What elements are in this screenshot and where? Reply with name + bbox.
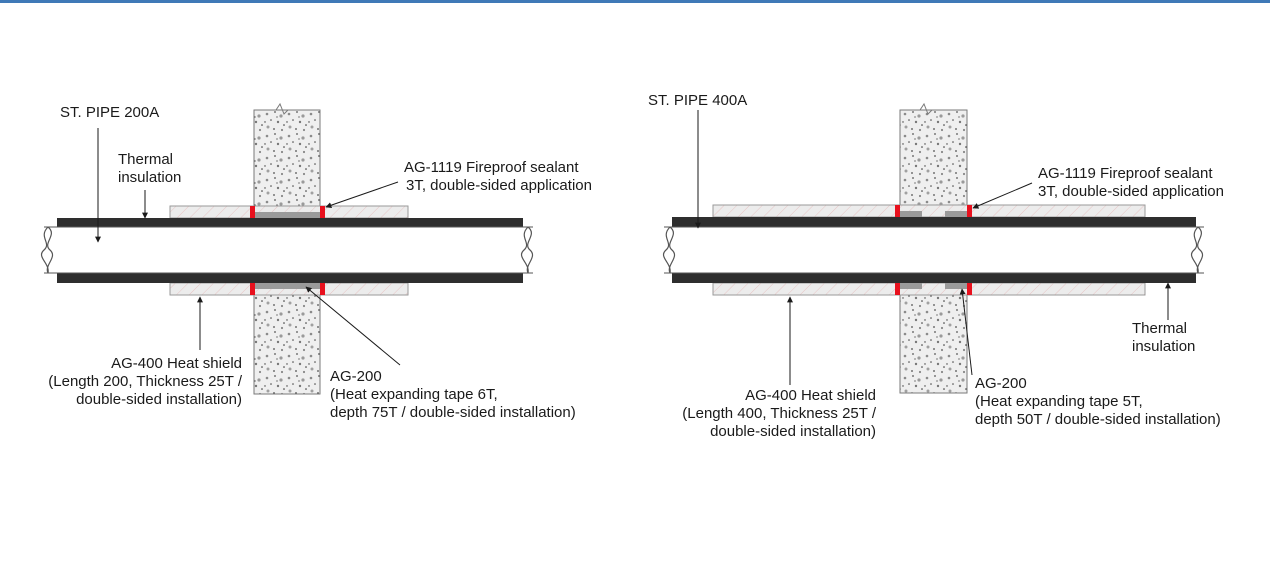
right-tape-label-line1: AG-200 — [975, 375, 1027, 392]
left-sealant-label: AG-1119 Fireproof sealant 3T, double-sid… — [404, 159, 592, 195]
left-tape-lower — [254, 283, 320, 289]
right-wall-break-mark — [902, 102, 967, 115]
right-insulation-label-line2: insulation — [1132, 338, 1196, 355]
top-rule — [0, 0, 1270, 3]
right-pipe-break-right — [1190, 226, 1199, 274]
right-tape-lower-r — [945, 283, 967, 289]
right-pipe-break-left2 — [668, 226, 676, 274]
left-sealant-label-line1: AG-1119 Fireproof sealant — [404, 159, 579, 176]
left-sealant-lr — [320, 283, 325, 295]
left-pipe-break-left2 — [46, 226, 54, 274]
right-heat-shield-label: AG-400 Heat shield (Length 400, Thicknes… — [650, 387, 876, 441]
left-tape-label: AG-200 (Heat expanding tape 6T, depth 75… — [330, 368, 576, 422]
right-heat-shield-label-line2: (Length 400, Thickness 25T / — [682, 405, 876, 422]
left-wall-lower — [253, 291, 321, 395]
right-sealant-label-line1: AG-1119 Fireproof sealant — [1038, 165, 1213, 182]
right-sealant-ul — [895, 205, 900, 217]
left-sealant-label-line2: 3T, double-sided application — [406, 177, 592, 194]
left-heat-shield-label: AG-400 Heat shield (Length 200, Thicknes… — [18, 355, 242, 409]
right-diagram — [662, 102, 1204, 394]
left-pipe-break-right2 — [526, 226, 534, 274]
right-pipe-wall-upper — [672, 217, 1196, 227]
left-pipe-label: ST. PIPE 200A — [60, 104, 160, 121]
right-tape-label-line2: (Heat expanding tape 5T, — [975, 393, 1143, 410]
left-leader-tape — [305, 286, 401, 366]
right-heat-shield-lower — [712, 282, 1146, 296]
right-heat-shield-label-line1: AG-400 Heat shield — [745, 387, 876, 404]
right-wall-upper — [899, 109, 968, 214]
left-wall-upper — [253, 109, 321, 214]
left-sealant-ur — [320, 206, 325, 218]
left-tape-label-line3: depth 75T / double-sided installation) — [330, 404, 576, 421]
left-tape-label-line2: (Heat expanding tape 6T, — [330, 386, 498, 403]
right-sealant-ll — [895, 283, 900, 295]
right-insulation-label: Thermal insulation — [1132, 320, 1195, 356]
right-pipe-wall-lower — [672, 273, 1196, 283]
left-heat-shield-label-line1: AG-400 Heat shield — [111, 355, 242, 372]
right-leader-tape — [959, 288, 973, 376]
left-heat-shield-label-line3: double-sided installation) — [76, 391, 242, 408]
left-tape-label-line1: AG-200 — [330, 368, 382, 385]
right-sealant-label-line2: 3T, double-sided application — [1038, 183, 1224, 200]
right-sealant-label: AG-1119 Fireproof sealant 3T, double-sid… — [1038, 165, 1224, 201]
left-pipe-wall-upper — [57, 218, 523, 227]
right-leader-sealant — [972, 182, 1033, 209]
right-tape-label-line3: depth 50T / double-sided installation) — [975, 411, 1221, 428]
left-heat-shield-label-line2: (Length 200, Thickness 25T / — [48, 373, 242, 390]
left-sealant-ll — [250, 283, 255, 295]
left-diagram — [40, 102, 534, 395]
left-pipe-wall-lower — [57, 273, 523, 283]
left-insulation-label-line2: insulation — [118, 169, 182, 186]
left-wall-break-mark — [256, 102, 320, 115]
left-pipe-break-left — [40, 226, 49, 274]
left-pipe-break-right — [520, 226, 529, 274]
right-sealant-ur — [967, 205, 972, 217]
left-sealant-ul — [250, 206, 255, 218]
right-sealant-lr — [967, 283, 972, 295]
left-insulation-label: Thermal insulation — [118, 151, 181, 187]
right-insulation-label-line1: Thermal — [1132, 320, 1188, 337]
right-heat-shield-label-line3: double-sided installation) — [710, 423, 876, 440]
right-wall-lower — [899, 288, 968, 394]
right-tape-upper-l — [900, 211, 922, 217]
right-pipe-break-left — [662, 226, 671, 274]
right-tape-label: AG-200 (Heat expanding tape 5T, depth 50… — [975, 375, 1221, 429]
left-insulation-label-line1: Thermal — [118, 151, 174, 168]
right-tape-lower-l — [900, 283, 922, 289]
left-tape-upper — [254, 212, 320, 218]
left-leader-sealant — [325, 181, 399, 209]
right-tape-upper-r — [945, 211, 967, 217]
right-pipe-break-right2 — [1196, 226, 1204, 274]
right-heat-shield-upper — [712, 204, 1146, 218]
right-pipe-label: ST. PIPE 400A — [648, 92, 748, 109]
